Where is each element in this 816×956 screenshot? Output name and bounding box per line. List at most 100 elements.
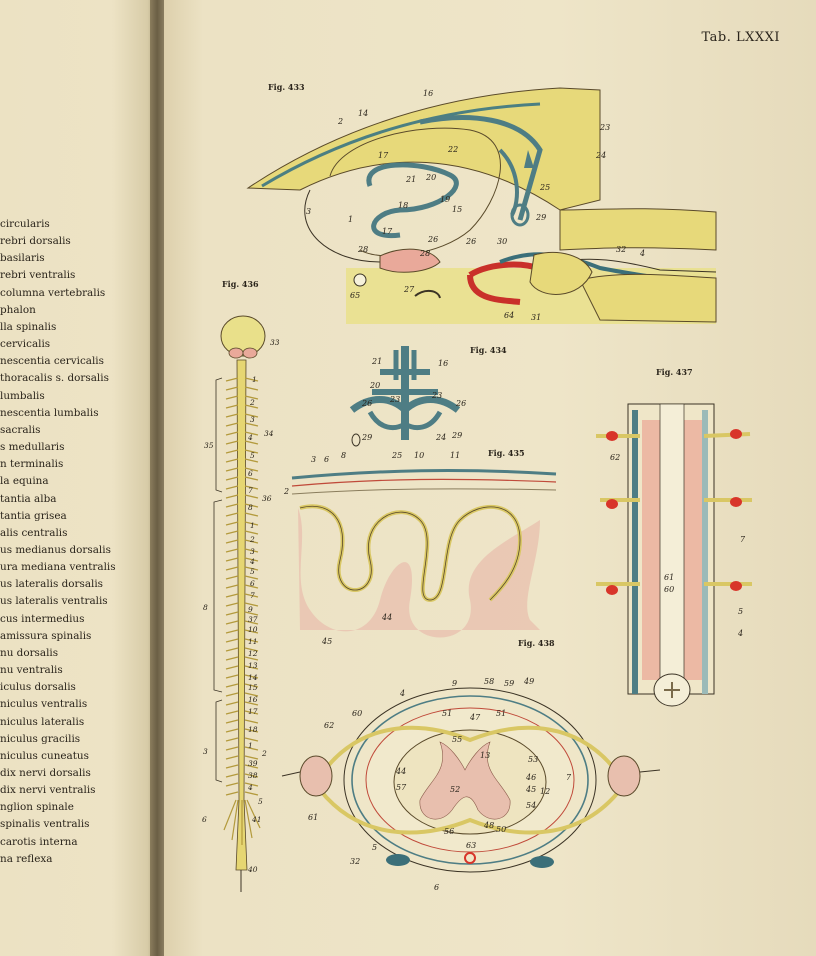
f438-callout-label: 49 — [523, 677, 534, 686]
f433-callout-label: 64 — [504, 311, 514, 320]
f435-callout-label: 25 — [391, 451, 402, 460]
f438-callout-label: 44 — [395, 767, 406, 776]
f433-callout-label: 17 — [382, 227, 393, 236]
f434-callout-label: 26 — [361, 399, 372, 408]
f438-callout-label: 50 — [496, 825, 506, 834]
f433-callout-label: 16 — [423, 89, 433, 98]
f433-callout-label: 26 — [465, 237, 476, 246]
f436-callout-label: 3 — [250, 547, 255, 556]
f436-callout-label: 38 — [248, 771, 258, 780]
f433-callout-label: 17 — [378, 151, 389, 160]
f433-callout-label: 25 — [539, 183, 550, 192]
f436-callout-label: 15 — [248, 683, 258, 692]
f436-callout-label: 13 — [248, 661, 258, 670]
fig-433-label: Fig. 433 — [268, 82, 305, 92]
f436-callout-label: 34 — [264, 429, 274, 438]
f436-callout-label: 2 — [249, 535, 255, 544]
f438-callout-label: 62 — [324, 721, 334, 730]
f438-callout-label: 45 — [525, 785, 536, 794]
f433-callout-label: 30 — [497, 237, 507, 246]
f438-callout-label: 48 — [483, 821, 494, 830]
f437-callout-label: 61 — [664, 573, 674, 582]
plate-title: Tab. LXXXI — [701, 30, 780, 45]
f436-callout-label: 7 — [250, 591, 255, 600]
f434-callout-label: 26 — [455, 399, 466, 408]
f433-callout-label: 1 — [348, 215, 353, 224]
f435-callout-label: 8 — [341, 451, 346, 460]
f436-callout-label: 4 — [249, 557, 255, 566]
f438-callout-label: 32 — [350, 857, 360, 866]
f436-callout-label: 2 — [261, 749, 267, 758]
f437-callout-label: 4 — [737, 629, 743, 638]
f433-callout-label: 29 — [535, 213, 546, 222]
fig-436-illustration — [213, 315, 266, 892]
f438-callout-label: 47 — [469, 713, 481, 722]
f434-callout-label: 29 — [361, 433, 372, 442]
legend-entry: lumbalis — [0, 389, 45, 402]
legend-entry: dix nervi ventralis — [0, 784, 96, 797]
legend-entry: niculus ventralis — [0, 698, 88, 711]
legend-entry: s medullaris — [0, 441, 65, 454]
fig-436-label: Fig. 436 — [222, 279, 259, 289]
fig-438-illustration — [281, 687, 661, 873]
f434-callout-label: 20 — [369, 381, 380, 390]
f434-callout-label: 23 — [431, 391, 442, 400]
legend-entry: niculus lateralis — [0, 715, 85, 728]
legend-entry: sacralis — [0, 423, 41, 436]
f433-callout-label: 4 — [639, 249, 645, 258]
f436-callout-label: 5 — [258, 797, 263, 806]
f438-callout-label: 6 — [434, 883, 439, 892]
f436-callout-label: 1 — [250, 521, 255, 530]
f436-callout-label: 18 — [248, 725, 258, 734]
fig-434-illustration — [349, 346, 461, 447]
f436-callout-label: 14 — [248, 673, 258, 682]
f436-callout-label: 4 — [247, 783, 253, 792]
f435-callout-label: 44 — [381, 613, 392, 622]
fig-437-label: Fig. 437 — [656, 367, 693, 377]
fig-438-label: Fig. 438 — [518, 638, 555, 648]
f436-callout-label: 3 — [250, 415, 255, 424]
legend-entry: thoracalis s. dorsalis — [0, 372, 109, 385]
f436-callout-label: 6 — [248, 469, 253, 478]
legend-entry: circularis — [0, 218, 50, 230]
fig-437-ganglia — [596, 429, 752, 595]
f436-callout-label: 6 — [202, 815, 207, 824]
legend-entry: nescentia cervicalis — [0, 355, 104, 368]
f436-callout-label: 9 — [248, 605, 253, 614]
legend-entry: la equina — [0, 475, 49, 488]
legend-entry: cervicalis — [0, 338, 51, 351]
fig-435-label: Fig. 435 — [488, 448, 525, 458]
f436-callout-label: 41 — [251, 815, 262, 824]
f433-callout-label: 65 — [350, 291, 360, 300]
legend-entry: columna vertebralis — [0, 286, 106, 299]
f438-callout-label: 59 — [504, 679, 514, 688]
legend-entry: tantia alba — [0, 492, 57, 505]
legend-entry: ura mediana ventralis — [0, 561, 116, 574]
legend-entry: tantia grisea — [0, 509, 67, 522]
f436-callout-label: 6 — [250, 579, 255, 588]
f436-callout-label: 39 — [248, 759, 258, 768]
f435-callout-label: 6 — [324, 455, 329, 464]
f438-callout-label: 46 — [525, 773, 536, 782]
f438-callout-label: 58 — [484, 677, 494, 686]
f436-callout-label: 2 — [249, 398, 255, 407]
f438-callout-label: 51 — [496, 709, 506, 718]
f433-callout-label: 18 — [398, 201, 408, 210]
f437-callout-label: 5 — [738, 607, 743, 616]
f438-callout-label: 55 — [452, 735, 462, 744]
f436-callout-label: 17 — [248, 707, 258, 716]
f438-callout-label: 51 — [442, 709, 452, 718]
fig-433-illustration — [246, 87, 717, 324]
f433-callout-label: 20 — [425, 173, 436, 182]
legend-entry: iculus dorsalis — [0, 681, 76, 694]
f438-callout-label: 13 — [480, 751, 490, 760]
f438-callout-label: 5 — [372, 843, 377, 852]
f435-callout-label: 11 — [450, 451, 460, 460]
f437-callout-label: 60 — [664, 585, 674, 594]
